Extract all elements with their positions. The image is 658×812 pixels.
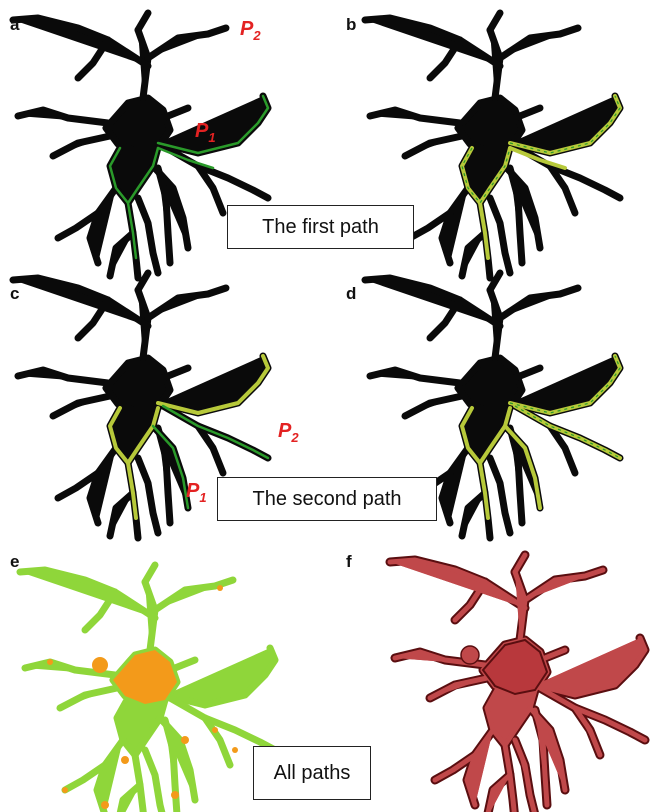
- panel-label-a: a: [10, 15, 19, 35]
- caption-all-paths: All paths: [253, 746, 371, 800]
- caption-first-path: The first path: [227, 205, 414, 249]
- panel-label-d: d: [346, 284, 356, 304]
- caption-second-path: The second path: [217, 477, 437, 521]
- panel-f-neuron: [390, 555, 645, 812]
- panel-label-e: e: [10, 552, 19, 572]
- panel-label-b: b: [346, 15, 356, 35]
- point-label-c-p2: P2: [278, 420, 299, 445]
- panel-label-f: f: [346, 552, 352, 572]
- point-label-a-p1: P1: [195, 120, 216, 145]
- point-label-a-p2: P2: [240, 18, 261, 43]
- panel-e-neuron: [20, 565, 275, 812]
- panel-label-c: c: [10, 284, 19, 304]
- point-label-c-p1: P1: [186, 480, 207, 505]
